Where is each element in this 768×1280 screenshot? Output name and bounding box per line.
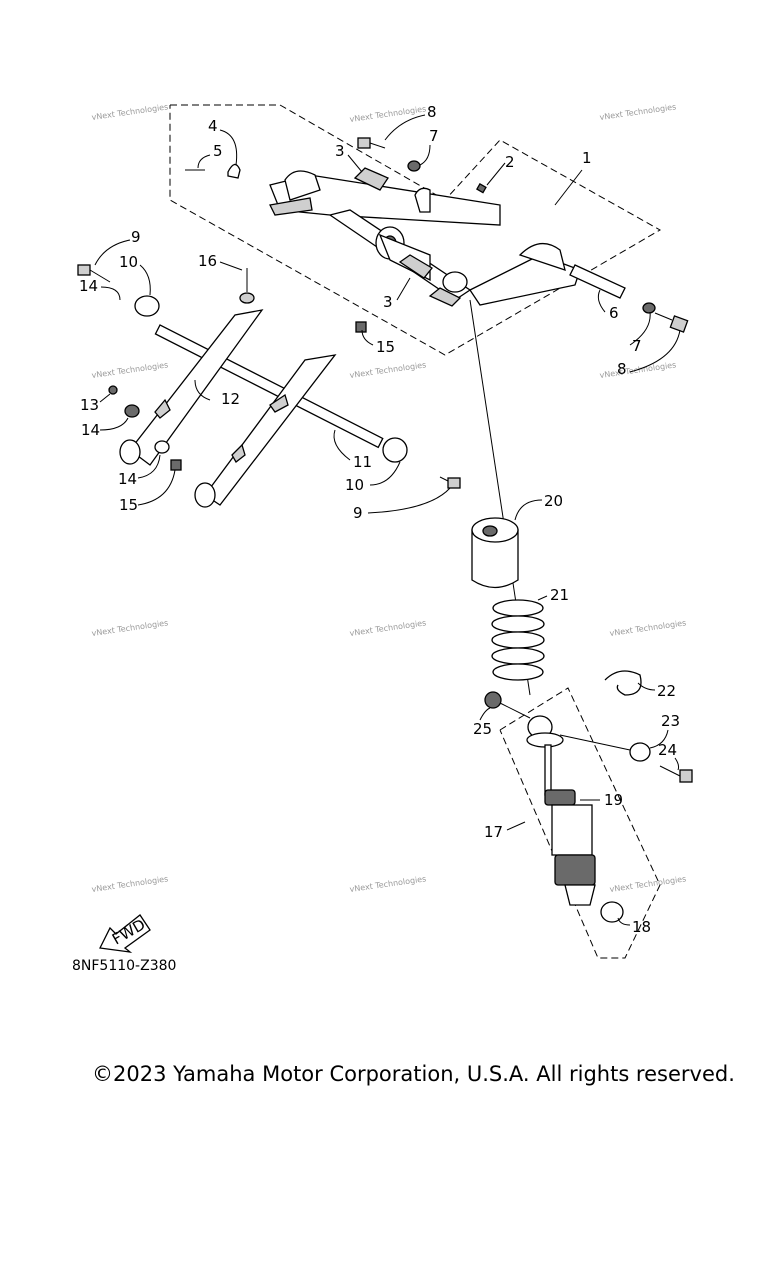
copyright-notice: ©2023 Yamaha Motor Corporation, U.S.A. A… xyxy=(92,1062,735,1086)
callout-number: 10 xyxy=(119,253,138,271)
watermark: vNext Technologies xyxy=(349,104,427,124)
washer xyxy=(239,292,255,304)
callout-number: 13 xyxy=(80,396,99,414)
screw xyxy=(108,385,118,395)
washer xyxy=(154,440,170,454)
callout-number: 20 xyxy=(544,492,563,510)
parts-diagram: vNext Technologies vNext Technologies vN… xyxy=(77,102,693,959)
pad xyxy=(398,254,433,279)
callout-number: 23 xyxy=(661,712,680,730)
callout-number: 18 xyxy=(632,918,651,936)
callout-number: 4 xyxy=(208,117,218,135)
callout-number: 14 xyxy=(79,277,98,295)
leader-line xyxy=(559,734,631,751)
bump-stop xyxy=(471,517,519,589)
watermark: vNext Technologies xyxy=(349,618,427,638)
callout-number: 8 xyxy=(617,360,627,378)
watermark: vNext Technologies xyxy=(349,874,427,894)
watermark: vNext Technologies xyxy=(91,360,169,380)
callouts: 1 2 3 3 4 5 6 7 7 8 8 9 9 10 10 11 12 13 xyxy=(79,103,681,936)
bushing xyxy=(382,437,408,463)
callout-number: 21 xyxy=(550,586,569,604)
callout-number: 9 xyxy=(131,228,141,246)
swing-arm xyxy=(269,170,581,306)
grease-nipple xyxy=(476,183,487,194)
fwd-arrow-icon: FWD xyxy=(99,914,151,953)
callout-number: 7 xyxy=(632,337,642,355)
callout-number: 12 xyxy=(221,390,240,408)
callout-number: 1 xyxy=(582,149,592,167)
callout-number: 14 xyxy=(81,421,100,439)
callout-number: 19 xyxy=(604,791,623,809)
nut xyxy=(170,459,182,471)
callout-number: 3 xyxy=(335,142,345,160)
nut xyxy=(355,321,367,333)
callout-number: 8 xyxy=(427,103,437,121)
watermark: vNext Technologies xyxy=(91,102,169,122)
callout-number: 25 xyxy=(473,720,492,738)
bolt xyxy=(659,765,693,783)
callout-number: 15 xyxy=(376,338,395,356)
callout-number: 2 xyxy=(505,153,515,171)
callout-number: 7 xyxy=(429,127,439,145)
collar xyxy=(629,742,651,762)
diagram-code: 8NF5110-Z380 xyxy=(72,958,177,974)
bolt xyxy=(654,312,689,333)
pad xyxy=(428,287,462,307)
watermark: vNext Technologies xyxy=(599,102,677,122)
watermark: vNext Technologies xyxy=(349,360,427,380)
clip xyxy=(227,163,241,179)
lower-link xyxy=(119,309,384,508)
bushing xyxy=(134,295,160,317)
shock-absorber xyxy=(526,715,596,906)
bolt xyxy=(357,137,386,149)
callout-number: 5 xyxy=(213,142,223,160)
watermark: vNext Technologies xyxy=(91,618,169,638)
callout-number: 15 xyxy=(119,496,138,514)
callout-number: 6 xyxy=(609,304,619,322)
callout-number: 10 xyxy=(345,476,364,494)
bolt xyxy=(439,476,461,489)
callout-number: 24 xyxy=(658,741,677,759)
watermark: vNext Technologies xyxy=(609,618,687,638)
leader-line xyxy=(499,702,531,719)
shock-group-outline xyxy=(499,687,661,959)
spring-clip xyxy=(604,670,642,696)
washer xyxy=(642,302,656,314)
nut xyxy=(484,691,502,709)
washer xyxy=(124,404,140,418)
callout-number: 17 xyxy=(484,823,503,841)
callout-number: 3 xyxy=(383,293,393,311)
callout-number: 14 xyxy=(118,470,137,488)
callout-number: 22 xyxy=(657,682,676,700)
watermark: vNext Technologies xyxy=(91,874,169,894)
upper-arm-group-outline xyxy=(169,104,662,356)
callout-number: 16 xyxy=(198,252,217,270)
washer xyxy=(407,160,421,172)
collar xyxy=(569,264,626,299)
watermark: vNext Technologies xyxy=(609,874,687,894)
spring xyxy=(491,599,545,681)
callout-number: 11 xyxy=(353,453,372,471)
watermarks: vNext Technologies vNext Technologies vN… xyxy=(91,102,687,894)
bolt xyxy=(77,264,111,283)
callout-number: 9 xyxy=(353,504,363,522)
bushing xyxy=(600,901,624,923)
